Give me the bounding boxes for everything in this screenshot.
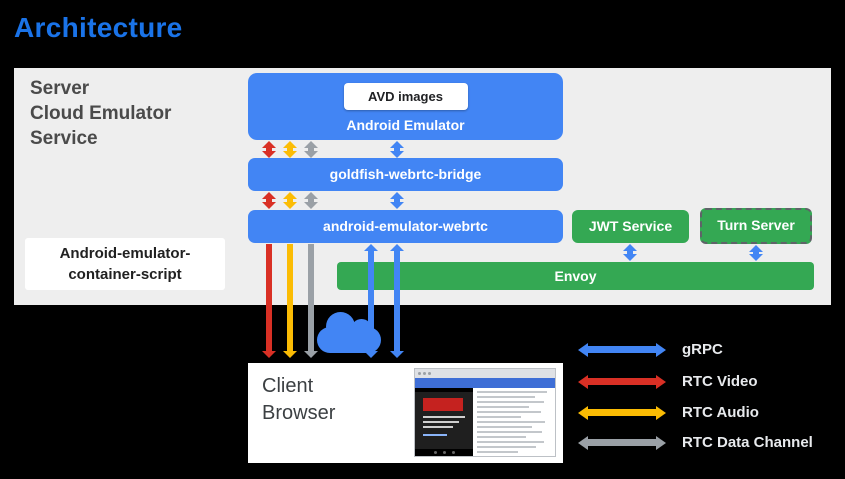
grpc-arrow-gap2 bbox=[390, 192, 404, 209]
container-script-label: Android-emulator- container-script bbox=[25, 238, 225, 290]
rtc-data-arrow-gap2 bbox=[304, 192, 318, 209]
server-label-line1: Server bbox=[30, 78, 90, 99]
emulator-navbar bbox=[415, 449, 473, 456]
legend-label-rtc-video: RTC Video bbox=[682, 373, 758, 390]
rtc-video-arrow-to-client bbox=[262, 244, 276, 358]
rtc-data-legend-arrow bbox=[578, 435, 666, 450]
server-label-line2: Cloud Emulator bbox=[30, 103, 172, 124]
rtc-audio-arrow-to-client bbox=[283, 244, 297, 358]
rtc-audio-arrow-gap1 bbox=[283, 141, 297, 158]
browser-screenshot bbox=[414, 368, 556, 457]
rtc-data-arrow-to-client bbox=[304, 244, 318, 358]
legend-row-grpc: gRPC bbox=[578, 341, 723, 358]
rtc-audio-arrow-gap2 bbox=[283, 192, 297, 209]
emulator-alert bbox=[423, 398, 463, 411]
page-title: Architecture bbox=[14, 12, 183, 43]
goldfish-webrtc-bridge-box: goldfish-webrtc-bridge bbox=[248, 158, 563, 191]
browser-chrome-bar bbox=[415, 369, 555, 378]
cloud-icon bbox=[317, 311, 381, 353]
grpc-arrow-turn-envoy bbox=[749, 245, 763, 261]
emulator-screen bbox=[415, 388, 473, 456]
rtc-video-arrow-gap1 bbox=[262, 141, 276, 158]
rtc-data-arrow-gap1 bbox=[304, 141, 318, 158]
legend-label-rtc-audio: RTC Audio bbox=[682, 404, 759, 421]
turn-server-box: Turn Server bbox=[700, 208, 812, 244]
android-emulator-label: Android Emulator bbox=[346, 117, 465, 133]
container-script-line2: container-script bbox=[68, 266, 182, 283]
client-label-line1: Client bbox=[262, 375, 314, 397]
grpc-arrow-jwt-envoy bbox=[623, 244, 637, 261]
legend-row-rtc-data: RTC Data Channel bbox=[578, 434, 813, 451]
avd-images-box: AVD images bbox=[343, 83, 468, 110]
server-panel-label: Server Cloud Emulator Service bbox=[30, 76, 171, 151]
grpc-arrow-gap1 bbox=[390, 141, 404, 158]
legend-label-grpc: gRPC bbox=[682, 341, 723, 358]
android-emulator-webrtc-box: android-emulator-webrtc bbox=[248, 210, 563, 243]
grpc-legend-arrow bbox=[578, 342, 666, 357]
rtc-video-legend-arrow bbox=[578, 374, 666, 389]
container-script-line1: Android-emulator- bbox=[59, 245, 191, 262]
legend-row-rtc-audio: RTC Audio bbox=[578, 404, 759, 421]
legend-label-rtc-data: RTC Data Channel bbox=[682, 434, 813, 451]
rtc-video-arrow-gap2 bbox=[262, 192, 276, 209]
envoy-box: Envoy bbox=[337, 262, 814, 290]
grpc-arrow-to-client-1 bbox=[364, 244, 378, 358]
android-emulator-box: AVD images Android Emulator bbox=[248, 73, 563, 140]
grpc-arrow-to-client-2 bbox=[390, 244, 404, 358]
log-panel bbox=[473, 388, 555, 456]
app-toolbar bbox=[415, 378, 555, 388]
server-label-line3: Service bbox=[30, 128, 98, 149]
jwt-service-box: JWT Service bbox=[572, 210, 689, 243]
client-browser-label: Client Browser bbox=[262, 373, 335, 427]
rtc-audio-legend-arrow bbox=[578, 405, 666, 420]
legend-row-rtc-video: RTC Video bbox=[578, 373, 758, 390]
client-browser-box: Client Browser bbox=[248, 363, 563, 463]
client-label-line2: Browser bbox=[262, 402, 336, 424]
